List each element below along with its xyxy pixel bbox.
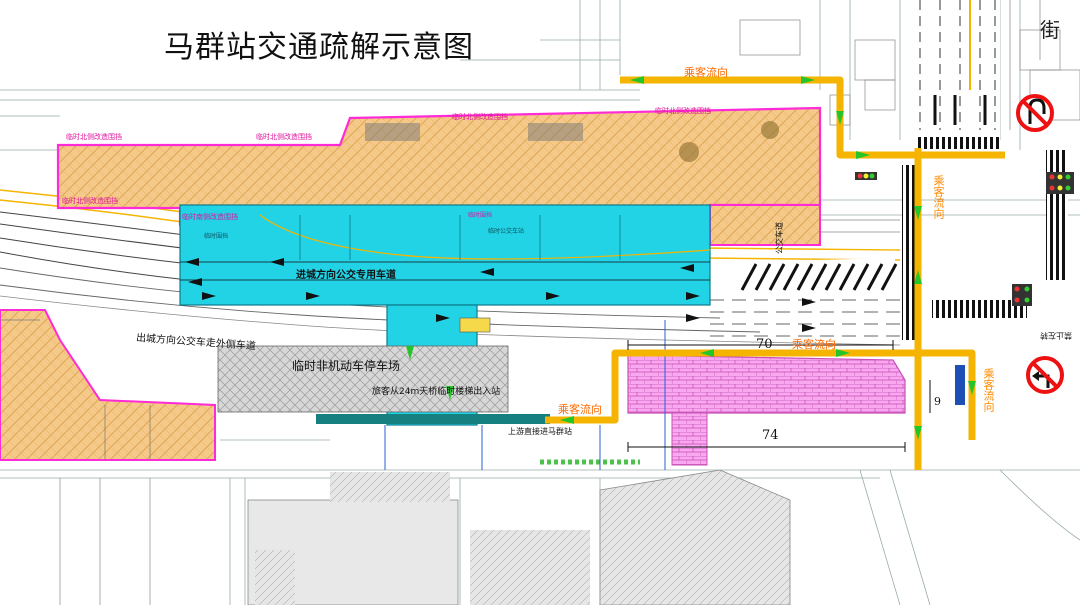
pedestrian-zone — [627, 354, 906, 466]
street-label: 街 — [1040, 18, 1060, 42]
dimension-74: 74 — [762, 428, 779, 443]
bus-only-lane-label: 进城方向公交专用车道 — [296, 270, 396, 281]
sign-label-no-left: 禁止左转 — [1040, 331, 1072, 340]
small-label-1: 临时围挡 — [204, 233, 229, 240]
no-left-turn-sign-icon — [1026, 356, 1064, 394]
station-platform — [179, 204, 711, 426]
lane-arrows — [185, 95, 987, 332]
entrance-note-label: 上游直接进马群站 — [508, 427, 572, 436]
traffic-lights — [855, 172, 1074, 306]
enclosure-label-5: 临时北侧改造围挡 — [62, 197, 118, 205]
plaza-south — [59, 320, 791, 605]
bike-parking-area — [217, 345, 550, 424]
enclosure-label-6: 临时南侧改造围挡 — [182, 213, 238, 221]
bike-parking-label: 临时非机动车停车场 — [292, 359, 401, 373]
flow-label-top: 乘客流向 — [684, 66, 728, 79]
flow-label-right-upper: 乘客流向 — [932, 175, 945, 219]
flow-arrows — [406, 76, 976, 440]
flow-label-mid: 乘客流向 — [792, 338, 836, 351]
dimension-9: 9 — [934, 395, 941, 408]
map-title: 马群站交通疏解示意图 — [164, 30, 474, 65]
dimension-70: 70 — [756, 337, 773, 352]
enclosure-label-2: 临时北侧改造围挡 — [256, 133, 312, 141]
enclosure-label-3: 临时北侧改造围挡 — [452, 113, 508, 121]
flow-label-bottom: 乘客流向 — [558, 403, 602, 416]
no-uturn-sign-icon — [1016, 94, 1054, 132]
construction-zone-west — [0, 309, 216, 461]
lane-closure-hatch — [730, 258, 898, 292]
bridge-note-label: 旅客从24m天桥临时楼梯出入站 — [372, 387, 501, 397]
bus-lane-sign-icon — [955, 365, 965, 405]
flow-label-right-lower: 乘客流向 — [982, 368, 995, 412]
passenger-routes — [545, 76, 1005, 470]
small-label-2: 临时围挡 — [468, 212, 493, 219]
dimension-lines — [627, 340, 931, 452]
enclosure-label-4: 临时北侧改造围挡 — [655, 107, 711, 115]
enclosure-label-1: 临时北侧改造围挡 — [66, 133, 122, 141]
vertical-road — [902, 0, 1068, 340]
road-note-label: 公交车道 — [775, 222, 784, 254]
small-label-3: 临时公交车站 — [488, 228, 525, 235]
construction-zone-north — [56, 106, 822, 246]
